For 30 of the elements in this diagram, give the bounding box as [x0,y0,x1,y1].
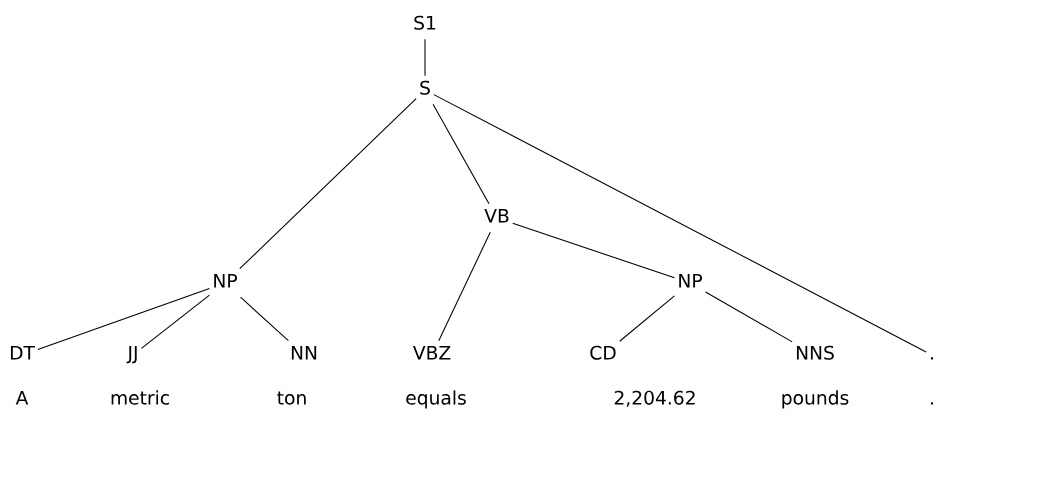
tree-branch [438,231,491,342]
word-label: ton [277,391,306,405]
tree-branch [424,38,426,77]
tree-branch [512,222,675,279]
word-label: A [15,390,29,405]
tree-branch [239,98,417,270]
tree-branch [37,287,210,350]
tree-branch [240,296,289,342]
tree-node-label: VBZ [412,345,451,360]
tree-node-label: NN [291,345,317,360]
word-label: pounds [782,390,849,409]
tree-branch [140,294,210,349]
tree-node-label: JJ [126,345,137,364]
word-label: metric [111,390,169,405]
tree-branch [705,291,793,343]
tree-node-label: S1 [414,15,436,30]
tree-node-label: VB [484,208,509,223]
tree-node-label: S [420,80,430,95]
word-label: 2,204.62 [614,390,695,407]
tree-node-label: NNS [796,345,834,360]
tree-node-label: NP [679,273,702,288]
tree-node-label: DT [10,345,35,360]
word-label: . [931,402,933,405]
tree-node-label: . [931,357,933,360]
tree-node-label: NP [214,273,237,288]
tree-branch [432,103,490,205]
tree-node-label: CD [590,345,616,360]
tree-branch [433,94,927,353]
tree-branch [619,295,675,342]
word-label: equals [406,390,466,409]
